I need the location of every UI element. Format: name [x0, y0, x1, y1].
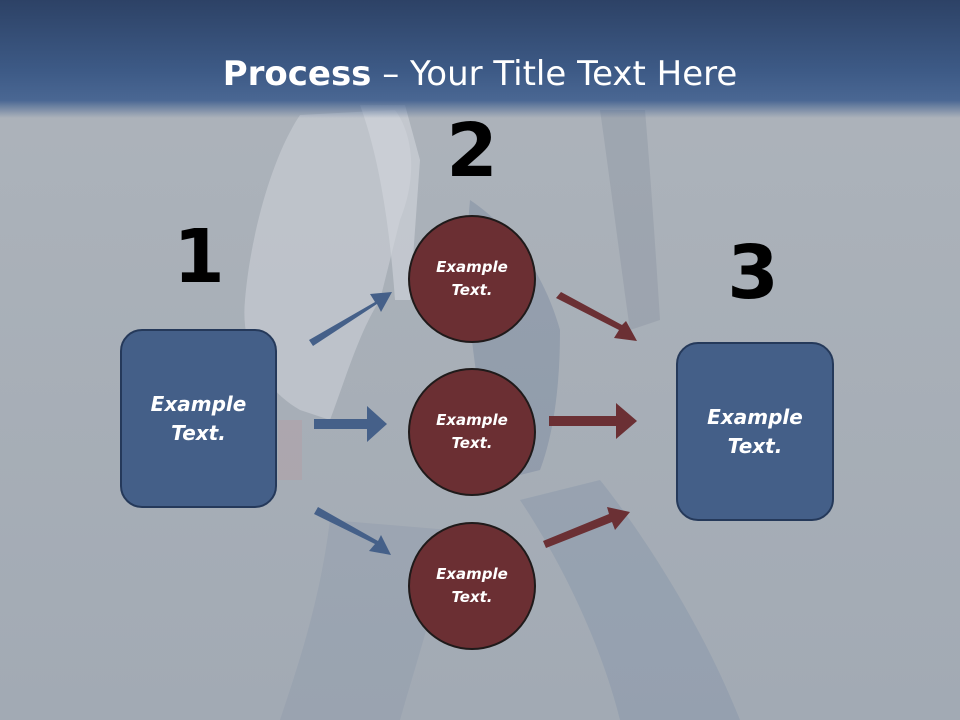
- circle-top: Example Text.: [408, 215, 536, 343]
- left-box-text: Example Text.: [150, 391, 247, 445]
- circle-bottom: Example Text.: [408, 522, 536, 650]
- title-rest: – Your Title Text Here: [371, 54, 738, 94]
- title-bar: [0, 0, 960, 118]
- circle-middle: Example Text.: [408, 368, 536, 496]
- arrow-middle-to-right: [549, 403, 637, 439]
- right-box-text: Example Text.: [707, 404, 803, 458]
- slide-title: Process – Your Title Text Here: [0, 52, 960, 96]
- arrow-bottom-to-right: [543, 507, 630, 548]
- left-box: Example Text.: [120, 329, 277, 508]
- arrow-top-to-right: [556, 292, 637, 341]
- title-bold: Process: [222, 54, 372, 94]
- arrow-left-to-top: [309, 292, 392, 346]
- circle-top-text: Example Text.: [436, 258, 508, 299]
- right-box: Example Text.: [676, 342, 834, 521]
- circle-bottom-text: Example Text.: [436, 565, 508, 606]
- arrow-left-to-bottom: [314, 507, 391, 555]
- step-number-2: 2: [446, 108, 498, 194]
- circle-middle-text: Example Text.: [436, 411, 508, 452]
- arrow-left-to-middle: [314, 406, 387, 442]
- step-number-3: 3: [727, 230, 779, 316]
- step-number-1: 1: [173, 214, 225, 300]
